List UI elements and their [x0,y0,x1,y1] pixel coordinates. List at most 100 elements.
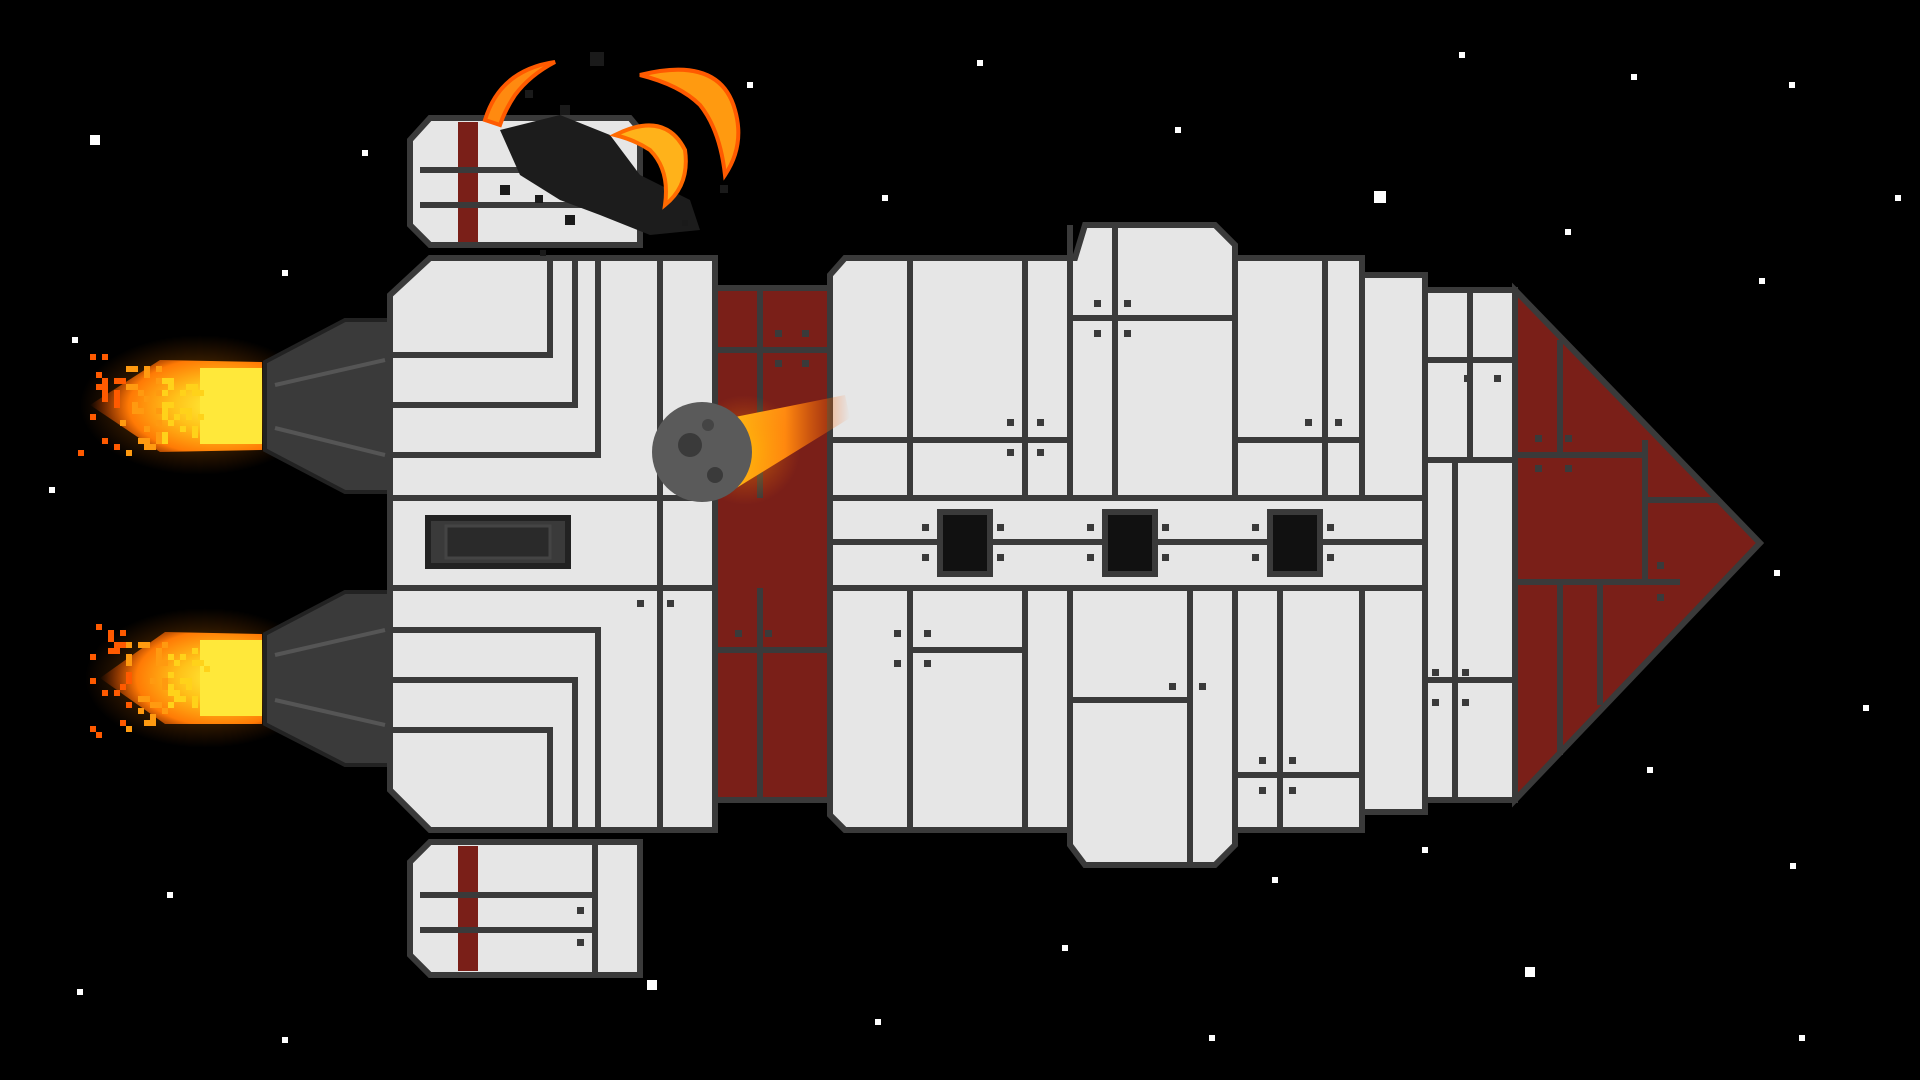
spark [156,660,162,666]
spark [162,402,168,408]
rivet [1535,435,1542,442]
spark [114,648,120,654]
spark [162,390,168,396]
flame-core [200,640,262,716]
rivet [1007,419,1014,426]
star-icon [1647,767,1653,773]
rivet [1565,435,1572,442]
spark [150,714,156,720]
rivet [1335,419,1342,426]
rivet [1087,524,1094,531]
rivet [1565,465,1572,472]
spark [162,438,168,444]
rivet [1432,669,1439,676]
flame-sparks [90,624,210,738]
spark [144,396,150,402]
spark [114,396,120,402]
spark [174,660,180,666]
spark [162,378,168,384]
rivet [1124,330,1131,337]
spark [138,390,144,396]
spark [198,660,204,666]
spark [96,732,102,738]
spark [96,624,102,630]
star-icon [1525,967,1535,977]
spark [102,354,108,360]
rivet [1124,300,1131,307]
nozzle-line [274,358,386,387]
star-icon [49,487,55,493]
spark [120,420,126,426]
spark [90,678,96,684]
pod-stripe [458,846,478,971]
star-icon [882,195,888,201]
rivet [1464,375,1471,382]
spark [180,696,186,702]
star-icon [977,60,983,66]
rivet [775,330,782,337]
spark [90,354,96,360]
spark [174,690,180,696]
spark [156,654,162,660]
spark [126,726,132,732]
meteor-crater [702,419,714,431]
meteor-crater [707,467,723,483]
rivet [775,360,782,367]
debris-chunk [682,220,688,226]
window [1267,509,1323,577]
rivets [577,300,1664,946]
spark [102,690,108,696]
window [937,509,993,577]
rivet [1327,524,1334,531]
spark [150,678,156,684]
spark [126,654,132,660]
red-panel [712,285,833,803]
spark [150,444,156,450]
rivet [735,630,742,637]
debris-chunk [500,185,510,195]
hatch-inner [444,524,552,560]
star-icon [1790,863,1796,869]
rivet [1462,669,1469,676]
spark [120,720,126,726]
engine-panel-line [390,258,601,458]
rivet [1494,375,1501,382]
star-icon [1062,945,1068,951]
rivet [1007,449,1014,456]
starfield [49,52,1901,1043]
spark [156,438,162,444]
spark [102,438,108,444]
meteor-icon [652,395,850,505]
rivet [1462,699,1469,706]
spark [186,384,192,390]
rivet [1259,757,1266,764]
rivet [1289,757,1296,764]
rivet [1327,554,1334,561]
star-icon [1895,195,1901,201]
star-icon [282,1037,288,1043]
spark [198,390,204,396]
spark [114,444,120,450]
nose-cone [1512,282,1765,808]
side-pod-bottom [407,839,643,978]
rivet [802,360,809,367]
spark [120,378,126,384]
star-icon [875,1019,881,1025]
spark [168,690,174,696]
star-icon [77,989,83,995]
spark [162,408,168,414]
spark [132,402,138,408]
rivet [1305,419,1312,426]
debris [500,52,728,256]
spark [138,438,144,444]
spark [192,384,198,390]
spark [174,414,180,420]
red-mid-section [712,285,833,803]
spark [186,678,192,684]
rivet [1259,787,1266,794]
spark [192,696,198,702]
thruster-top [78,318,392,494]
smoke [500,115,700,235]
rivet [997,524,1004,531]
